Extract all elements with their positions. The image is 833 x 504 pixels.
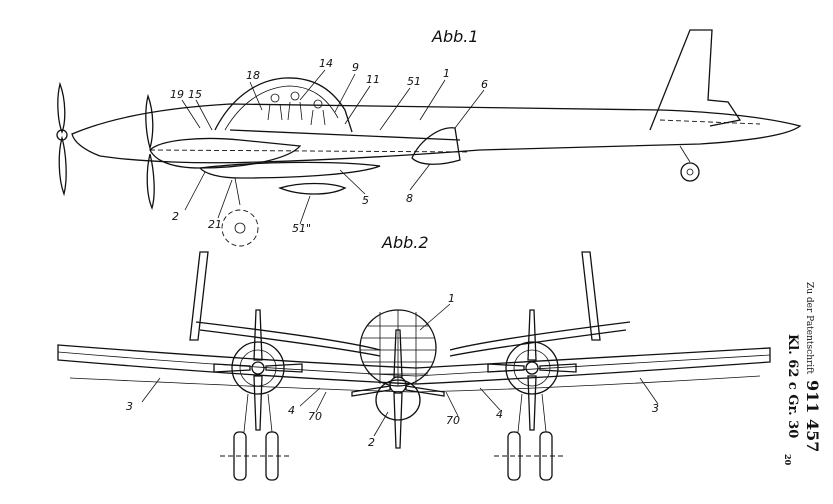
patent-class: Kl. 62 c Gr. 30: [785, 334, 800, 438]
fig2-label: 70: [446, 414, 460, 427]
fig1-label: 51: [407, 75, 421, 88]
fig1-label: 9: [352, 61, 359, 74]
fig2-reference-labels: 1 3 4 70 2 70 4 3: [126, 292, 659, 449]
patent-margin-note: Zu der Patentschrift 911 457 Kl. 62 c Gr…: [783, 282, 822, 466]
fig2-label: 3: [652, 402, 659, 415]
fig1-reference-labels: 18 14 9 11 51 1 6 19 15 2 21 51" 5 8: [170, 57, 488, 235]
fig2-label: 2: [368, 436, 375, 449]
fig1-label: 6: [481, 78, 488, 91]
fig1-title: Abb.1: [431, 27, 479, 46]
fig1-label: 18: [246, 69, 260, 82]
fig1-label: 21: [208, 218, 222, 231]
patent-class-subscript: 20: [783, 454, 793, 466]
fig1-label: 15: [188, 88, 202, 101]
fig2-label: 4: [496, 408, 503, 421]
fig2-label: 70: [308, 410, 322, 423]
fig1-label: 1: [443, 67, 450, 80]
fig1-label: 2: [172, 210, 179, 223]
margin-note-intro: Zu der Patentschrift: [804, 282, 814, 375]
fig2-label: 4: [288, 404, 295, 417]
fig2-aircraft-front-view: [57, 251, 771, 481]
fig1-label: 14: [319, 57, 333, 70]
fig1-label: 19: [170, 88, 184, 101]
fig1-label: 8: [406, 192, 413, 205]
fig2-label: 1: [448, 292, 455, 305]
fig2-title: Abb.2: [381, 233, 429, 252]
fig1-aircraft-side-view: [56, 29, 802, 247]
patent-number: 911 457: [803, 380, 822, 452]
fig1-label: 11: [366, 73, 380, 86]
fig1-label: 51": [292, 222, 311, 235]
fig2-label: 3: [126, 400, 133, 413]
fig1-label: 5: [362, 194, 369, 207]
